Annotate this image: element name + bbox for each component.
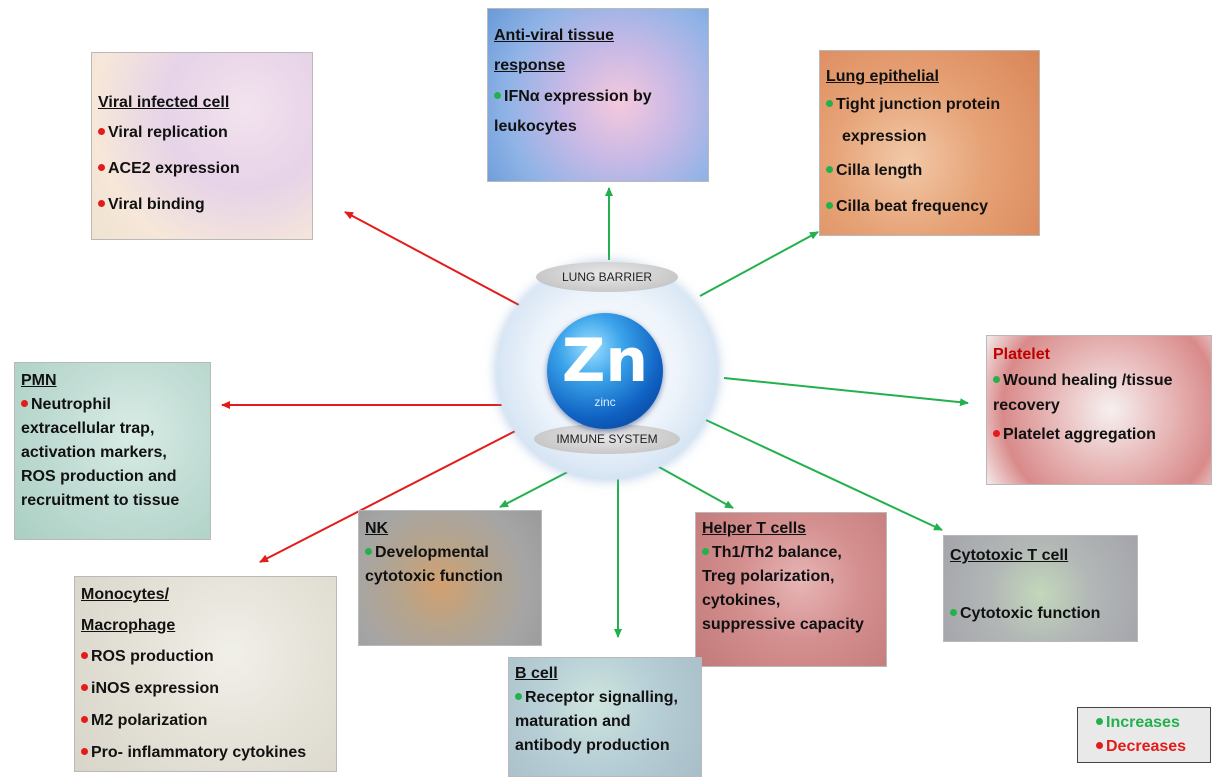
arrow-to-cytotoxic [705, 419, 943, 531]
arrow-to-lung [699, 231, 819, 297]
pmn-title: PMN [21, 372, 57, 389]
arrow-to-viral [344, 211, 520, 306]
increase-dot [950, 609, 957, 616]
decrease-dot [993, 430, 1000, 437]
increase-dot [1096, 718, 1103, 725]
legend: Increases Decreases [1077, 707, 1211, 763]
bcell-item-cont: maturation and [515, 713, 631, 730]
arrow-to-mono [259, 424, 528, 563]
mono-item: Pro- inflammatory cytokines [81, 737, 330, 769]
pmn-item: Neutrophil [21, 393, 204, 417]
decrease-dot [81, 716, 88, 723]
arrow-to-platelet [723, 377, 969, 407]
helper-item: Th1/Th2 balance, [702, 541, 880, 565]
lung-item-cont: expression [842, 128, 927, 145]
viral-item: ACE2 expression [98, 151, 306, 187]
decrease-dot [98, 200, 105, 207]
bcell-title: B cell [515, 665, 558, 682]
viral-item: Viral binding [98, 187, 306, 223]
box-lung-epithelial: Lung epithelial Tight junction protein e… [819, 50, 1040, 236]
increase-dot [993, 376, 1000, 383]
lung-barrier-label: LUNG BARRIER [536, 262, 678, 292]
viral-item: Viral replication [98, 115, 306, 151]
arrow-to-helper [649, 461, 734, 509]
legend-increases: Increases [1078, 711, 1210, 735]
decrease-dot [81, 652, 88, 659]
nk-item-cont: cytotoxic function [365, 568, 503, 585]
cytotoxic-title: Cytotoxic T cell [950, 547, 1069, 564]
cytotoxic-item: Cytotoxic function [950, 600, 1131, 628]
pmn-item-cont: ROS production and [21, 468, 177, 485]
increase-dot [826, 202, 833, 209]
increase-dot [826, 166, 833, 173]
lung-title: Lung epithelial [826, 68, 939, 85]
increase-dot [365, 548, 372, 555]
mono-title-2: Macrophage [81, 617, 176, 634]
box-cytotoxic-t-cell: Cytotoxic T cell Cytotoxic function [943, 535, 1138, 642]
box-viral-infected-cell: Viral infected cell Viral replication AC… [91, 52, 313, 240]
nk-item: Developmental [365, 541, 535, 565]
platelet-item-cont: recovery [993, 397, 1060, 414]
antiviral-title-2: response [494, 57, 566, 74]
helper-item-cont: cytokines, [702, 592, 781, 609]
helper-item-cont: Treg polarization, [702, 568, 835, 585]
lung-item: Tight junction protein [826, 89, 1033, 121]
decrease-dot [98, 164, 105, 171]
mono-item: iNOS expression [81, 673, 330, 705]
zinc-name: zinc [594, 395, 616, 409]
box-nk: NK Developmental cytotoxic function [358, 510, 542, 646]
legend-decreases: Decreases [1078, 735, 1210, 759]
box-monocytes-macrophage: Monocytes/ Macrophage ROS production iNO… [74, 576, 337, 772]
box-antiviral: Anti-viral tissue response IFNα expressi… [487, 8, 709, 182]
increase-dot [494, 92, 501, 99]
immune-system-label: IMMUNE SYSTEM [534, 424, 680, 454]
zinc-symbol: Zn [561, 326, 649, 396]
decrease-dot [98, 128, 105, 135]
antiviral-item: IFNα expression by [494, 81, 702, 113]
box-platelet: Platelet Wound healing /tissue recovery … [986, 335, 1212, 485]
increase-dot [515, 693, 522, 700]
mono-item: M2 polarization [81, 705, 330, 737]
pmn-item-cont: extracellular trap, [21, 420, 155, 437]
platelet-item: Wound healing /tissue [993, 368, 1205, 394]
platelet-item: Platelet aggregation [993, 418, 1205, 452]
helper-item-cont: suppressive capacity [702, 616, 864, 633]
decrease-dot [21, 400, 28, 407]
pmn-item-cont: activation markers, [21, 444, 167, 461]
decrease-dot [1096, 742, 1103, 749]
increase-dot [826, 100, 833, 107]
zinc-orb: Zn zinc [547, 313, 663, 429]
antiviral-title-1: Anti-viral tissue [494, 27, 615, 44]
box-helper-t-cells: Helper T cells Th1/Th2 balance, Treg pol… [695, 512, 887, 667]
decrease-dot [81, 684, 88, 691]
viral-title: Viral infected cell [98, 94, 230, 111]
platelet-title: Platelet [993, 346, 1050, 363]
bcell-item: Receptor signalling, [515, 686, 695, 710]
nk-title: NK [365, 520, 389, 537]
increase-dot [702, 548, 709, 555]
box-b-cell: B cell Receptor signalling, maturation a… [508, 657, 702, 777]
bcell-item-cont: antibody production [515, 737, 670, 754]
antiviral-item-cont: leukocytes [494, 118, 577, 135]
pmn-item-cont: recruitment to tissue [21, 492, 180, 509]
mono-item: ROS production [81, 641, 330, 673]
mono-title-1: Monocytes/ [81, 586, 170, 603]
lung-item: Cilla length [826, 153, 1033, 189]
decrease-dot [81, 748, 88, 755]
box-pmn: PMN Neutrophil extracellular trap, activ… [14, 362, 211, 540]
lung-item: Cilla beat frequency [826, 189, 1033, 225]
helper-title: Helper T cells [702, 520, 807, 537]
